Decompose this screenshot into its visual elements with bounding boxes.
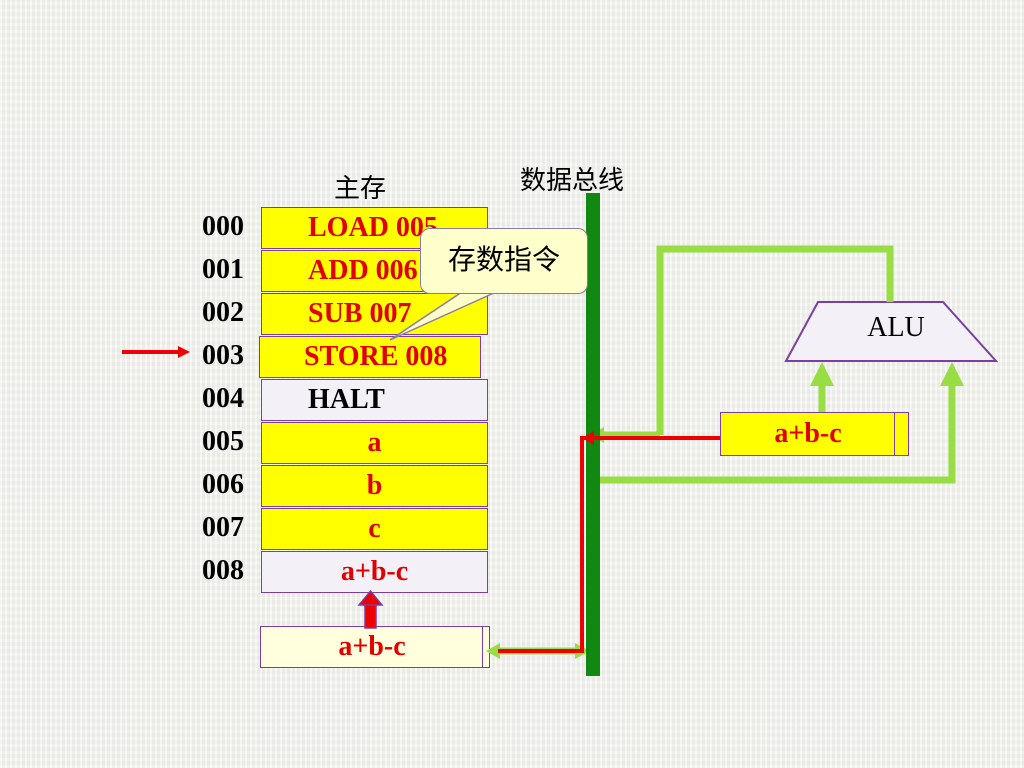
alu-shape xyxy=(784,301,999,362)
memory-cell-008: a+b-c xyxy=(261,551,488,593)
store-arrow-shaft xyxy=(364,602,377,629)
memory-address: 000 xyxy=(202,211,244,242)
memory-address: 006 xyxy=(202,469,244,500)
memory-address: 003 xyxy=(202,340,244,371)
memory-cell-006: b xyxy=(261,465,488,507)
data-path-arrowheads xyxy=(486,362,964,659)
memory-data-register: a+b-c xyxy=(260,626,484,668)
store-arrow-head xyxy=(357,589,384,606)
memory-cell-004: HALT xyxy=(261,379,488,421)
store-instruction-callout: 存数指令 xyxy=(420,228,588,294)
active-path xyxy=(122,350,720,653)
memory-cell-003: STORE 008 xyxy=(259,336,481,378)
alu-label: ALU xyxy=(867,312,925,343)
memory-address: 005 xyxy=(202,426,244,457)
memory-address: 002 xyxy=(202,297,244,328)
main-memory-title: 主存 xyxy=(334,174,387,204)
memory-cell-005: a xyxy=(261,422,488,464)
data-bus-title: 数据总线 xyxy=(520,166,625,196)
memory-cell-002: SUB 007 xyxy=(261,293,488,335)
memory-address: 001 xyxy=(202,254,244,285)
memory-address: 004 xyxy=(202,383,244,414)
accumulator-register-end xyxy=(894,412,909,456)
callout-tail xyxy=(389,291,497,341)
memory-cell-007: c xyxy=(261,508,488,550)
accumulator-register: a+b-c xyxy=(720,412,896,456)
memory-address: 007 xyxy=(202,512,244,543)
active-path-arrowheads xyxy=(178,346,594,445)
memory-address: 008 xyxy=(202,555,244,586)
memory-data-register-end xyxy=(482,626,490,668)
